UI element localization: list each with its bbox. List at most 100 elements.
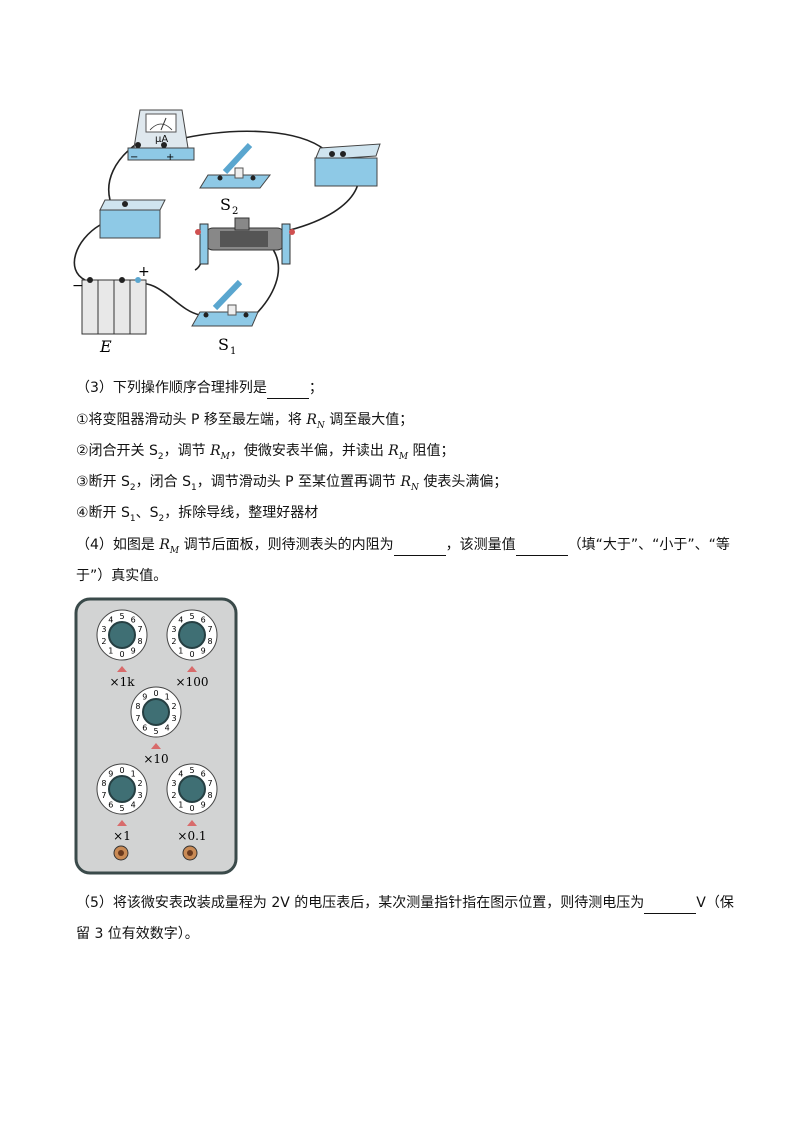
q3-step-4: ④断开 S1、S2，拆除导线，整理好器材 xyxy=(76,505,319,524)
knob-digit: 6 xyxy=(142,723,147,732)
q4-line-2: 于”）真实值。 xyxy=(76,568,168,584)
switch-s1-sub: 1 xyxy=(230,346,236,357)
knob-digit: 3 xyxy=(171,625,176,634)
q4-resistance-blank[interactable] xyxy=(393,535,446,556)
switch-s2-label: S xyxy=(220,195,231,214)
q3-step-1: ①将变阻器滑动头 P 移至最左端，将 RN 调至最大值； xyxy=(76,412,414,431)
circuit-diagram: μA − + S 2 xyxy=(72,109,381,357)
knob-digit: 2 xyxy=(101,637,106,646)
resistance-box-right xyxy=(314,143,381,187)
knob-digit: 0 xyxy=(189,650,194,659)
knob-digit: 3 xyxy=(101,625,106,634)
knob-digit: 7 xyxy=(138,625,143,634)
pointer-triangle xyxy=(151,743,161,749)
pointer-triangle xyxy=(117,666,127,672)
switch-s1-label: S xyxy=(218,335,229,354)
knob-digit: 4 xyxy=(108,616,113,625)
knob-digit: 4 xyxy=(131,800,136,809)
knob-digit: 8 xyxy=(138,637,143,646)
knob-digit: 0 xyxy=(189,804,194,813)
knob-digit: 5 xyxy=(189,612,194,621)
knob-digit: 0 xyxy=(153,689,158,698)
battery-plus: + xyxy=(138,264,150,280)
knob-digit: 4 xyxy=(178,616,183,625)
knob-multiplier-label: ×1 xyxy=(113,829,131,843)
knob-digit: 9 xyxy=(131,646,136,655)
q3-prompt: （3）下列操作顺序合理排列是 ； xyxy=(76,378,323,399)
knob-digit: 1 xyxy=(165,693,170,702)
knob-digit: 1 xyxy=(108,646,113,655)
knob-digit: 6 xyxy=(201,770,206,779)
knob-digit: 7 xyxy=(208,625,213,634)
knob-digit: 0 xyxy=(119,766,124,775)
meter-minus: − xyxy=(130,152,138,163)
knob-digit: 7 xyxy=(135,714,140,723)
pointer-triangle xyxy=(117,820,127,826)
q4-compare-blank[interactable] xyxy=(515,535,568,556)
q3-answer-blank[interactable] xyxy=(266,378,309,399)
knob-digit: 9 xyxy=(201,646,206,655)
knob-digit: 4 xyxy=(165,723,170,732)
pointer-triangle xyxy=(187,666,197,672)
knob-digit: 2 xyxy=(171,791,176,800)
knob-handle[interactable] xyxy=(178,621,206,649)
knob-digit: 0 xyxy=(119,650,124,659)
battery: − + E xyxy=(72,264,150,356)
knob-digit: 6 xyxy=(201,616,206,625)
knob-digit: 1 xyxy=(178,646,183,655)
knob-digit: 9 xyxy=(201,800,206,809)
knob-digit: 6 xyxy=(131,616,136,625)
knob-digit: 5 xyxy=(119,804,124,813)
knob-handle[interactable] xyxy=(108,775,136,803)
knob-digit: 8 xyxy=(135,702,140,711)
switch-s1: S 1 xyxy=(191,279,259,357)
knob-digit: 5 xyxy=(119,612,124,621)
knob-digit: 8 xyxy=(208,791,213,800)
knob-handle[interactable] xyxy=(142,698,170,726)
knob-digit: 7 xyxy=(208,779,213,788)
knob-digit: 1 xyxy=(131,770,136,779)
knob-digit: 5 xyxy=(153,727,158,736)
knob-digit: 3 xyxy=(172,714,177,723)
knob-handle[interactable] xyxy=(108,621,136,649)
battery-label: E xyxy=(99,337,112,356)
knob-digit: 9 xyxy=(108,770,113,779)
switch-s2-sub: 2 xyxy=(232,206,238,217)
microammeter: μA − + xyxy=(127,109,195,163)
q5-voltage-blank[interactable] xyxy=(644,893,697,914)
knob-digit: 3 xyxy=(138,791,143,800)
meter-unit-label: μA xyxy=(155,134,168,145)
resistance-box-left xyxy=(99,199,166,239)
q3-step-2: ②闭合开关 S2，调节 RM，使微安表半偏，并读出 RM 阻值； xyxy=(76,443,455,462)
knob-digit: 2 xyxy=(172,702,177,711)
knob-multiplier-label: ×0.1 xyxy=(177,829,206,843)
battery-minus: − xyxy=(72,278,84,294)
knob-handle[interactable] xyxy=(178,775,206,803)
knob-digit: 7 xyxy=(101,791,106,800)
knob-digit: 1 xyxy=(178,800,183,809)
slide-rheostat xyxy=(195,217,295,265)
knob-digit: 5 xyxy=(189,766,194,775)
switch-s2: S 2 xyxy=(199,142,272,217)
knob-digit: 9 xyxy=(142,693,147,702)
q5-line-1: （5）将该微安表改装成量程为 2V 的电压表后，某次测量指针指在图示位置，则待测… xyxy=(76,893,734,914)
q5-line-2: 留 3 位有效数字）。 xyxy=(76,926,199,942)
knob-digit: 8 xyxy=(208,637,213,646)
knob-multiplier-label: ×100 xyxy=(176,675,209,689)
knob-digit: 4 xyxy=(178,770,183,779)
knob-multiplier-label: ×10 xyxy=(143,752,168,766)
knob-digit: 6 xyxy=(108,800,113,809)
meter-plus: + xyxy=(166,152,174,163)
knob-digit: 2 xyxy=(171,637,176,646)
q3-step-3: ③断开 S2，闭合 S1，调节滑动头 P 至某位置再调节 RN 使表头满偏； xyxy=(76,474,508,493)
knob-digit: 8 xyxy=(101,779,106,788)
knob-digit: 2 xyxy=(138,779,143,788)
knob-digit: 3 xyxy=(171,779,176,788)
